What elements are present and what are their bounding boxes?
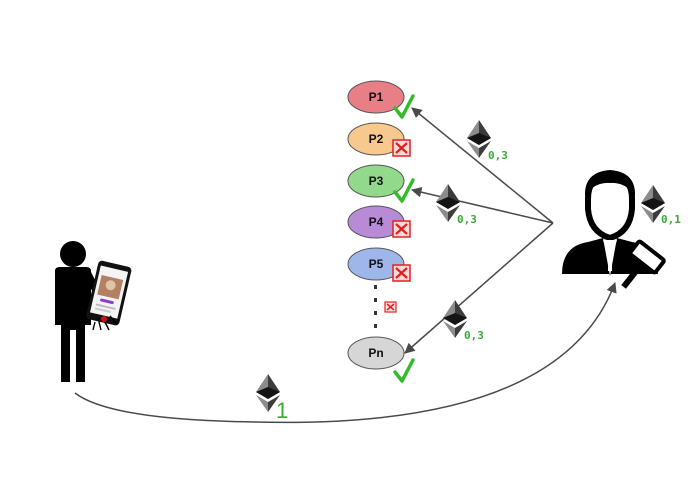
participant-p5-label: P5 — [369, 257, 384, 271]
participant-p2-label: P2 — [369, 132, 384, 146]
participant-p3-node — [347, 164, 405, 198]
judge-to-pn-arrow — [404, 222, 554, 354]
payment-to-p3-amount: 0,3 — [457, 213, 477, 226]
participant-pn-node — [347, 336, 405, 370]
red-x-box-icon — [384, 301, 397, 313]
person-with-phone-icon — [55, 241, 132, 382]
participant-p4-label: P4 — [369, 215, 384, 229]
checkmark-icon — [393, 94, 415, 119]
red-x-box-icon — [392, 139, 411, 157]
checkmark-icon — [393, 358, 415, 383]
payment-to-p1-amount: 0,3 — [488, 149, 508, 162]
participant-p4: P4 — [347, 205, 405, 239]
participant-p3-label: P3 — [369, 174, 384, 188]
judge-to-p3-arrow — [410, 187, 554, 224]
participant-p2-node — [347, 122, 405, 156]
phone-icon — [86, 260, 132, 326]
payment-to-pn-amount: 0,3 — [464, 329, 484, 342]
judge-fee-amount: 0,1 — [661, 213, 681, 226]
participant-p5-node — [347, 247, 405, 281]
participant-p1-label: P1 — [369, 90, 384, 104]
participant-p3: P3 — [347, 164, 405, 198]
judge-to-p1-arrow — [411, 107, 554, 224]
user-to-judge-arrow — [74, 282, 617, 424]
ellipsis-dots — [374, 285, 377, 328]
participant-pn: Pn — [347, 336, 405, 370]
participant-p5: P5 — [347, 247, 405, 281]
judge-with-gavel-icon — [562, 170, 666, 289]
participant-p1: P1 — [347, 80, 405, 114]
participant-p1-node — [347, 80, 405, 114]
participant-pn-label: Pn — [368, 346, 383, 360]
red-x-box-icon — [392, 264, 411, 282]
user-payment-amount: 1 — [276, 398, 288, 423]
participant-list: P1 P2 P3 P4 P5 Pn — [347, 80, 405, 370]
participant-p2: P2 — [347, 122, 405, 156]
checkmark-icon — [393, 178, 415, 203]
red-x-box-icon — [392, 220, 411, 238]
